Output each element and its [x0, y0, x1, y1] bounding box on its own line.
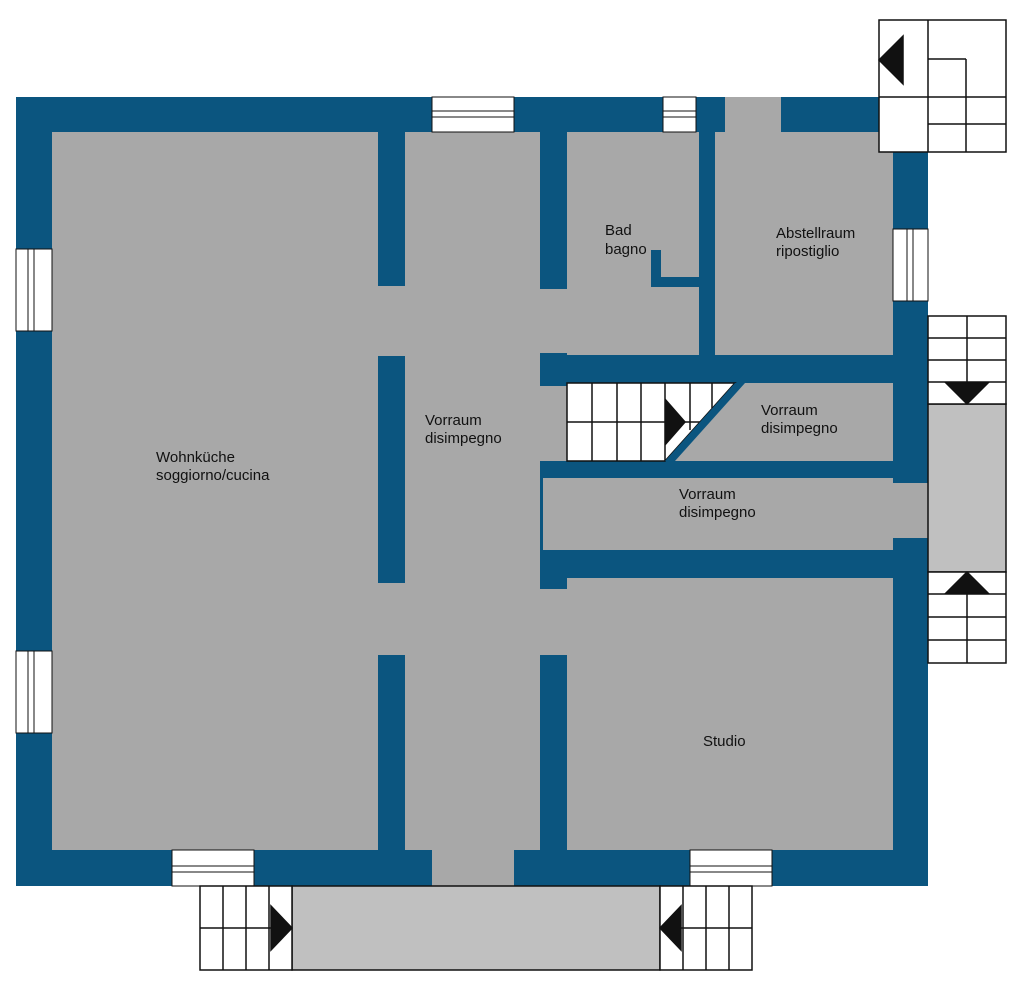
label-bad-line1: Bad — [605, 222, 632, 239]
room-vorraum-lower-floor — [543, 478, 893, 550]
exterior-stair-south-east — [658, 885, 753, 971]
wall-below-bad — [540, 355, 820, 383]
label-vorraum-stair: Vorraum disimpegno — [761, 402, 838, 437]
label-vorraum-lower-line1: Vorraum — [679, 486, 736, 503]
room-bad-floor — [567, 132, 699, 355]
wall-above-lower-vorraum — [540, 461, 815, 478]
stair-arrow-icon — [665, 398, 686, 446]
label-bad: Bad bagno — [605, 222, 647, 258]
stair-arrow-icon — [270, 904, 294, 952]
room-abstellraum-floor — [715, 132, 893, 355]
stair-arrow-icon — [944, 570, 990, 594]
door-opening-icon — [725, 97, 781, 132]
room-wohnkueche-floor — [52, 132, 378, 850]
door-opening-icon — [540, 289, 567, 353]
window-symbol-icon — [171, 849, 255, 887]
label-vorraum-lower: Vorraum disimpegno — [679, 486, 756, 521]
room-vorraum-main-floor — [405, 132, 540, 850]
label-vorraum-stair-line2: disimpegno — [761, 420, 838, 437]
room-studio-floor — [567, 578, 893, 850]
label-vorraum-stair-line1: Vorraum — [761, 402, 818, 419]
interior-staircase — [566, 382, 745, 462]
label-wohnkueche: Wohnküche soggiorno/cucina — [156, 449, 270, 484]
window-symbol-icon — [15, 248, 53, 332]
exterior-terrace-south — [291, 885, 661, 971]
stair-arrow-icon — [658, 904, 682, 952]
label-studio: Studio — [703, 733, 746, 750]
exterior-stair-south-west — [199, 885, 294, 971]
window-symbol-icon — [431, 96, 515, 133]
label-vorraum-main-line1: Vorraum — [425, 412, 482, 429]
label-vorraum-main: Vorraum disimpegno — [425, 412, 502, 447]
exterior-landing-east — [927, 403, 1007, 573]
exterior-stair-east-lower — [927, 570, 1007, 664]
label-wohnkueche-line2: soggiorno/cucina — [156, 467, 270, 484]
window-symbol-icon — [662, 96, 697, 133]
stair-arrow-icon — [877, 34, 904, 86]
door-opening-icon — [432, 850, 514, 886]
window-symbol-icon — [892, 228, 929, 302]
door-opening-icon — [378, 286, 405, 356]
wall-bad-niche — [651, 250, 699, 287]
stair-arrow-icon — [944, 382, 990, 406]
label-vorraum-main-line2: disimpegno — [425, 430, 502, 447]
window-symbol-icon — [15, 650, 53, 734]
window-symbol-icon — [689, 849, 773, 887]
wall-bad-abstell — [699, 132, 715, 355]
wall-above-lower-vorraum-right — [880, 461, 893, 478]
label-vorraum-lower-line2: disimpegno — [679, 504, 756, 521]
exterior-stair-northeast — [877, 19, 1007, 153]
door-opening-icon — [540, 589, 567, 655]
label-abstellraum-line2: ripostiglio — [776, 243, 839, 260]
exterior-stair-east-upper — [927, 315, 1007, 406]
label-bad-line2: bagno — [605, 241, 647, 258]
door-opening-icon — [540, 386, 567, 461]
label-abstellraum-line1: Abstellraum — [776, 225, 855, 242]
label-wohnkueche-line1: Wohnküche — [156, 449, 235, 466]
door-opening-icon — [893, 483, 928, 538]
wall-right-stub — [883, 355, 893, 383]
label-abstellraum: Abstellraum ripostiglio — [776, 225, 859, 260]
door-opening-icon — [378, 583, 405, 655]
wall-above-studio — [540, 550, 928, 578]
